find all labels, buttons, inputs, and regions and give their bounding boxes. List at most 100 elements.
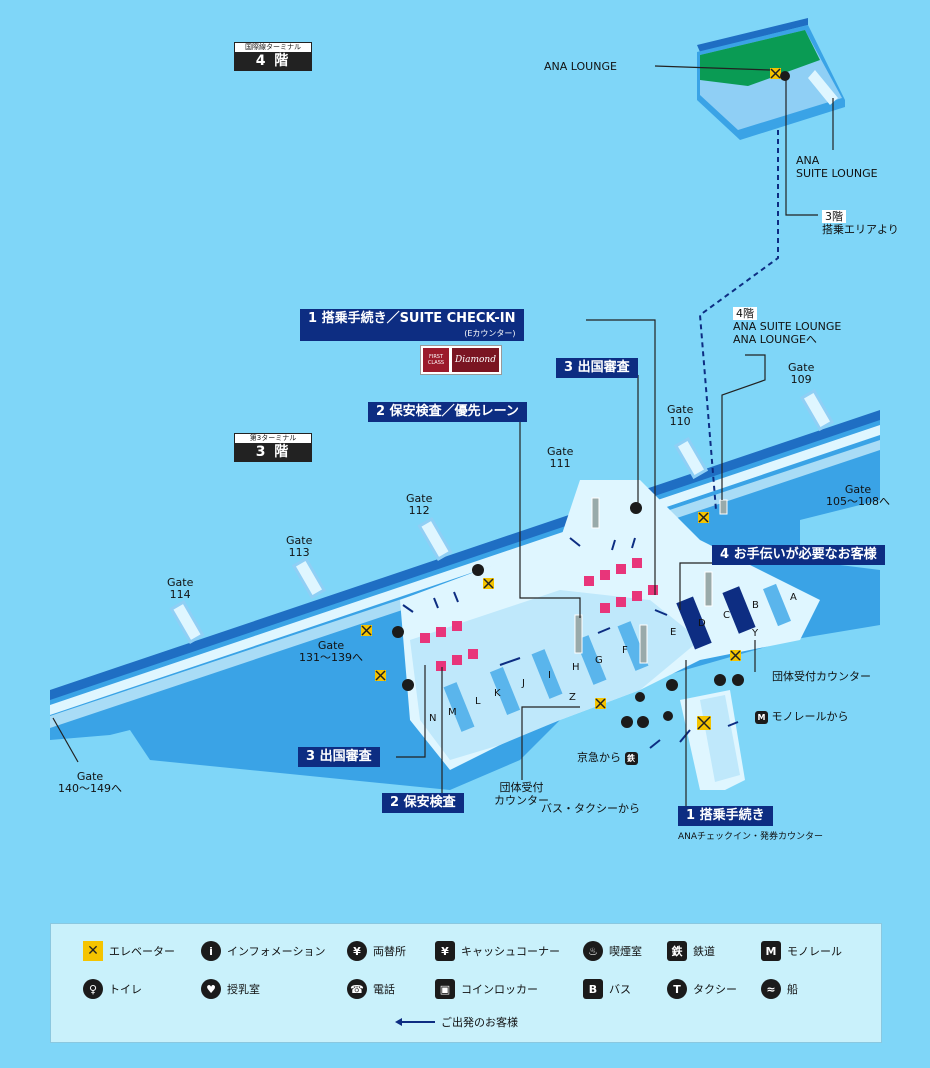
train-icon: 鉄 — [667, 941, 687, 961]
ana-counter-blocks — [676, 586, 756, 650]
diamond-badge: Diamond — [452, 348, 499, 372]
legend-nursing-room: ♥ 授乳室 — [201, 979, 260, 999]
legend-route-label: ご出発のお客様 — [441, 1016, 518, 1029]
legend-taxi: T タクシー — [667, 979, 737, 999]
monorail-icon: M — [755, 710, 768, 724]
zone-g: G — [595, 655, 603, 666]
suite-lounge-line1: ANA — [796, 154, 820, 167]
legend-panel: ✕ エレベーター i インフォメーション ¥ 両替所 ¥ キャッシュコーナー ♨… — [50, 923, 882, 1043]
gate-113-number: 113 — [288, 546, 310, 559]
counters — [443, 583, 791, 732]
zone-m: M — [448, 707, 457, 718]
gate-109-number: 109 — [790, 373, 812, 386]
zone-f: F — [622, 645, 628, 656]
train-icon: 鉄 — [624, 751, 638, 765]
keikyu-from-label: 京急から 鉄 — [577, 751, 638, 765]
legend-bus: B バス — [583, 979, 631, 999]
callout-emigration-top: 3 出国審査 — [556, 358, 638, 378]
lounge-connection-dashed — [698, 130, 779, 511]
class-badges: FIRST CLASS Diamond — [420, 345, 502, 375]
to-4f-line1: ANA SUITE LOUNGE — [733, 320, 842, 333]
legend-information-label: インフォメーション — [227, 945, 326, 958]
floor-tag-4f-terminal: 国際線ターミナル — [234, 42, 312, 52]
floor-tag-4f: 国際線ターミナル 4 階 — [234, 42, 312, 71]
callout-assistance: 4 お手伝いが必要なお客様 — [712, 545, 885, 565]
from-3f-label: 3階 搭乗エリアより — [822, 210, 899, 236]
legend-route: ご出発のお客様 — [395, 1014, 518, 1030]
bus-icon: B — [583, 979, 603, 999]
lounge-building — [697, 18, 845, 140]
legend-currency-exchange-label: 両替所 — [373, 945, 406, 958]
atm-icon: ¥ — [435, 941, 455, 961]
group-counter-right-label: 団体受付カウンター — [772, 670, 871, 683]
zone-z: Z — [569, 692, 576, 703]
leader-lines — [52, 65, 834, 806]
information-icon: i — [201, 941, 221, 961]
zone-b: B — [752, 600, 759, 611]
monorail-from-label: M モノレールから — [755, 710, 849, 724]
gate-piers — [169, 388, 835, 645]
elevator-icon: ✕ — [83, 941, 103, 961]
legend-information: i インフォメーション — [201, 941, 325, 961]
gate-112-number: 112 — [408, 504, 430, 517]
group-counter-bottom-line1: 団体受付 — [499, 781, 544, 794]
legend-smoking-room: ♨ 喫煙室 — [583, 941, 642, 961]
legend-elevator: ✕ エレベーター — [83, 941, 175, 961]
bus-taxi-from-label: バス・タクシーから — [541, 802, 640, 815]
floor-tag-3f-terminal: 第3ターミナル — [234, 433, 312, 443]
first-class-badge: FIRST CLASS — [423, 348, 449, 372]
legend-train-label: 鉄道 — [693, 945, 715, 958]
zone-h: H — [572, 662, 580, 673]
gate-111-number: 111 — [549, 457, 571, 470]
gate-131-139-number: 131～139へ — [299, 651, 363, 664]
gate-140-149-name: Gate — [76, 770, 104, 783]
legend-atm-label: キャッシュコーナー — [461, 945, 560, 958]
legend-toilet-label: トイレ — [109, 983, 142, 996]
floor-tag-3f: 第3ターミナル 3 階 — [234, 433, 312, 462]
legend-nursing-room-label: 授乳室 — [227, 983, 260, 996]
monorail-icon: M — [761, 941, 781, 961]
legend-coin-locker-label: コインロッカー — [461, 983, 538, 996]
legend-smoking-room-label: 喫煙室 — [609, 945, 642, 958]
from-3f-floor: 3階 — [822, 210, 846, 223]
callout-suite-checkin-title: 1 搭乗手続き／SUITE CHECK-IN — [308, 311, 516, 326]
floor-tag-4f-level: 4 階 — [234, 52, 312, 71]
monorail-from-text: モノレールから — [771, 710, 849, 723]
to-4f-floor: 4階 — [733, 307, 757, 320]
gate-110-name: Gate — [667, 403, 694, 416]
legend-monorail: M モノレール — [761, 941, 842, 961]
to-4f-label: 4階 ANA SUITE LOUNGE ANA LOUNGEへ — [733, 307, 841, 346]
legend-taxi-label: タクシー — [693, 983, 737, 996]
legend-elevator-label: エレベーター — [109, 945, 175, 958]
legend-coin-locker: ▣ コインロッカー — [435, 979, 538, 999]
legend-atm: ¥ キャッシュコーナー — [435, 941, 560, 961]
zone-c: C — [723, 610, 730, 621]
smoking-room-icon: ♨ — [583, 941, 603, 961]
ana-lounge-label: ANA LOUNGE — [544, 60, 617, 73]
telephone-icon: ☎ — [347, 979, 367, 999]
suite-lounge-line2: SUITE LOUNGE — [796, 167, 878, 180]
zone-a: A — [790, 592, 797, 603]
gate-110-number: 110 — [669, 415, 691, 428]
callout-security-bottom: 2 保安検査 — [382, 793, 464, 813]
taxi-icon: T — [667, 979, 687, 999]
toilet-icon: ♀ — [83, 979, 103, 999]
zone-n: N — [429, 713, 437, 724]
callout-checkin-bottom: 1 搭乗手続き — [678, 806, 773, 826]
gate-111-name: Gate — [547, 445, 574, 458]
zone-i: I — [548, 670, 551, 681]
elevator-markers — [361, 68, 781, 730]
legend-toilet: ♀ トイレ — [83, 979, 142, 999]
legend-telephone: ☎ 電話 — [347, 979, 395, 999]
zone-y: Y — [752, 628, 759, 639]
checkin-bottom-sub: ANAチェックイン・発券カウンター — [678, 832, 824, 842]
zone-j: J — [522, 678, 525, 689]
